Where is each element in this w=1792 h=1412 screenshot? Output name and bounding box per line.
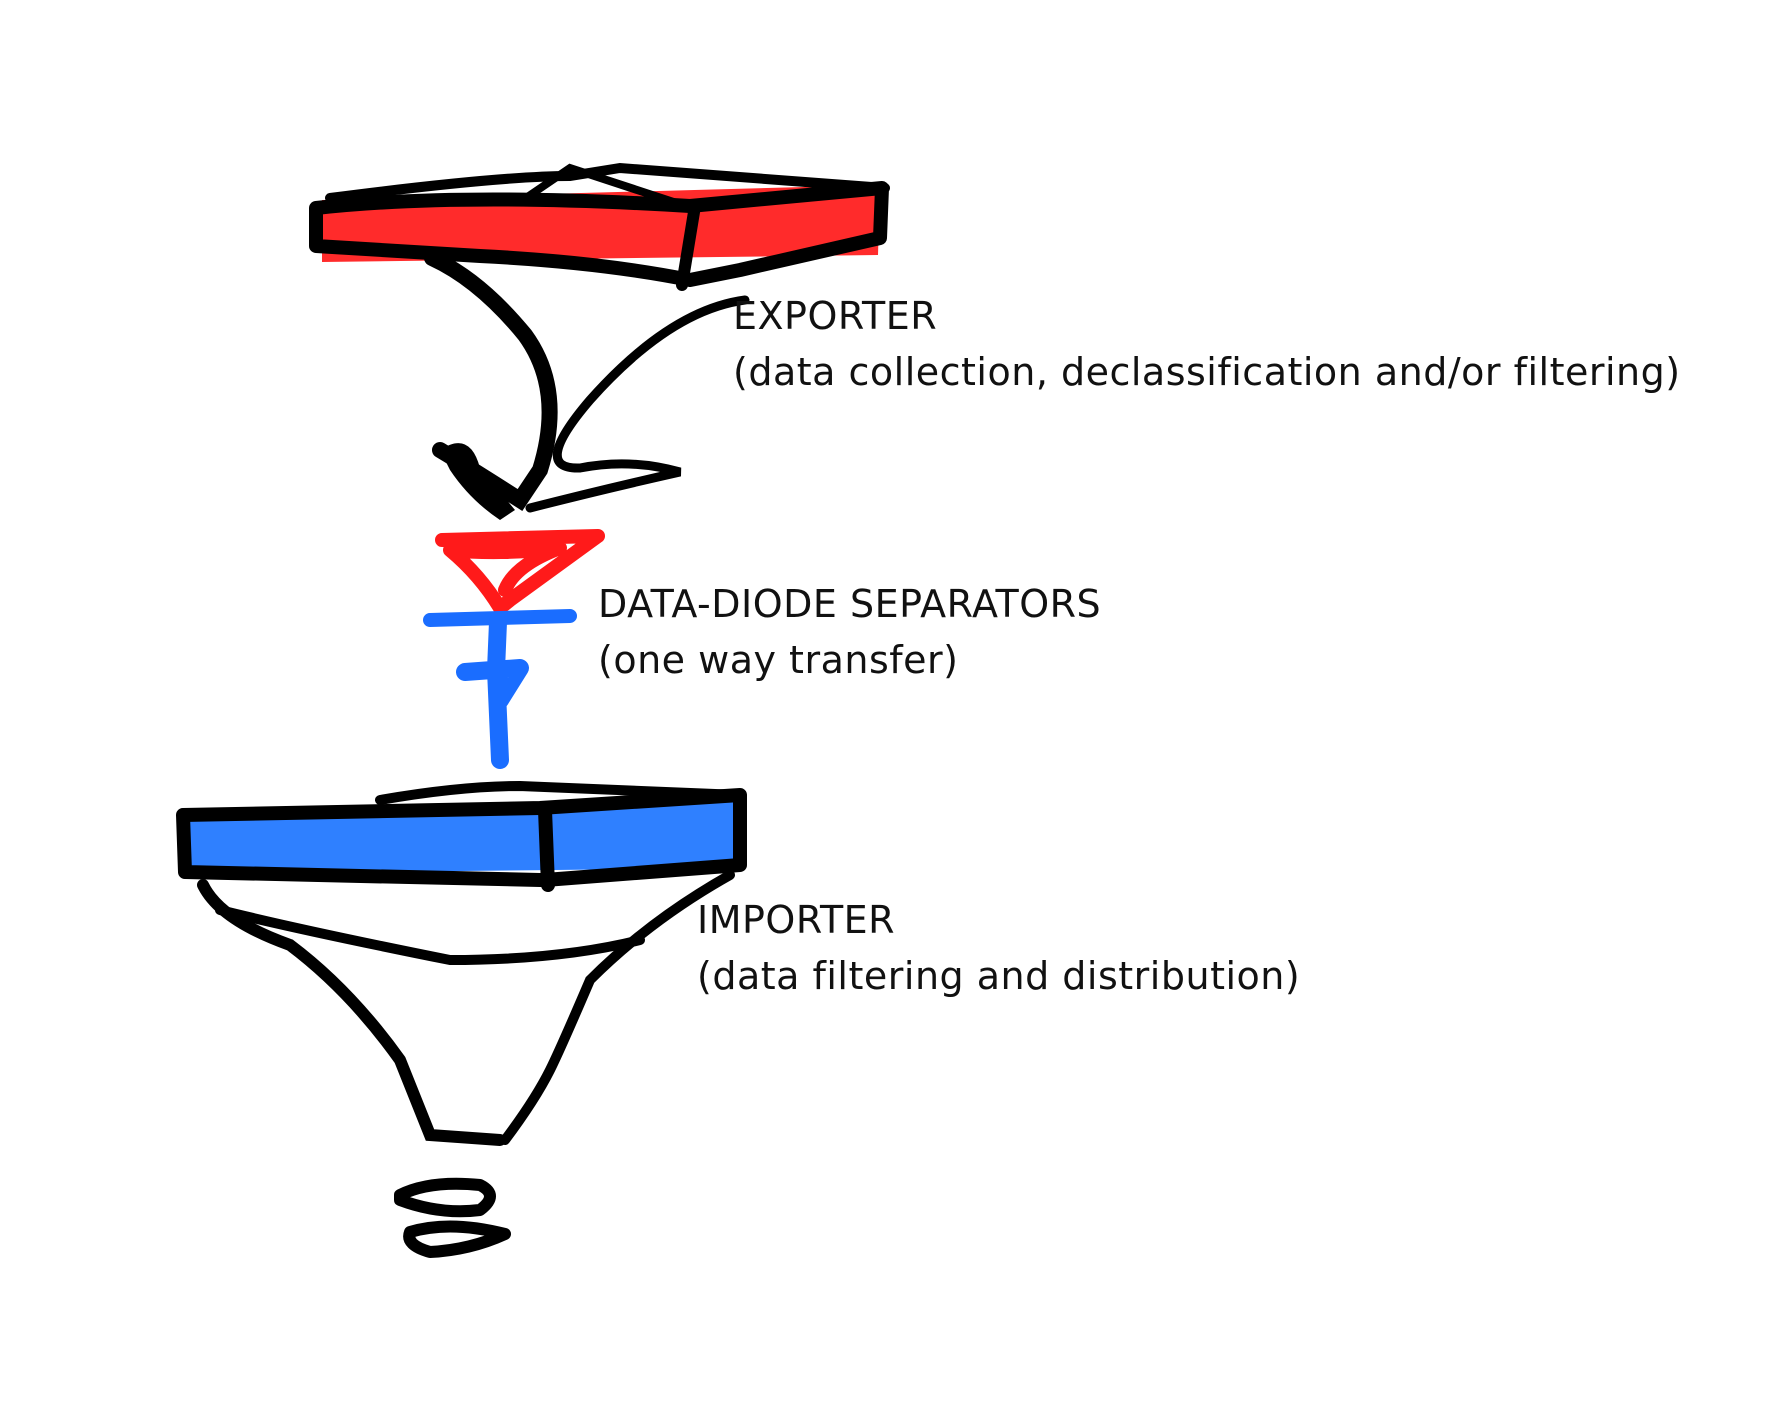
importer-subtitle: (data filtering and distribution) <box>697 948 1300 1004</box>
importer-funnel-left <box>203 885 500 1140</box>
exporter-title: EXPORTER <box>733 288 1681 344</box>
importer-funnel <box>183 786 740 1252</box>
diode-symbol <box>430 536 598 760</box>
diode-blue-stem <box>465 622 520 760</box>
exporter-funnel-right <box>530 300 745 508</box>
exporter-subtitle: (data collection, declassification and/o… <box>733 344 1681 400</box>
importer-drop-lower <box>409 1226 505 1252</box>
importer-drop-upper <box>400 1184 490 1212</box>
exporter-label: EXPORTER (data collection, declassificat… <box>733 288 1681 400</box>
diode-subtitle: (one way transfer) <box>598 632 1101 688</box>
diode-red-triangle <box>442 536 598 608</box>
diode-title: DATA-DIODE SEPARATORS <box>598 576 1101 632</box>
diode-label: DATA-DIODE SEPARATORS (one way transfer) <box>598 576 1101 688</box>
importer-slab-divider <box>545 810 548 885</box>
importer-funnel-rim <box>220 910 640 960</box>
importer-title: IMPORTER <box>697 892 1300 948</box>
importer-label: IMPORTER (data filtering and distributio… <box>697 892 1300 1004</box>
